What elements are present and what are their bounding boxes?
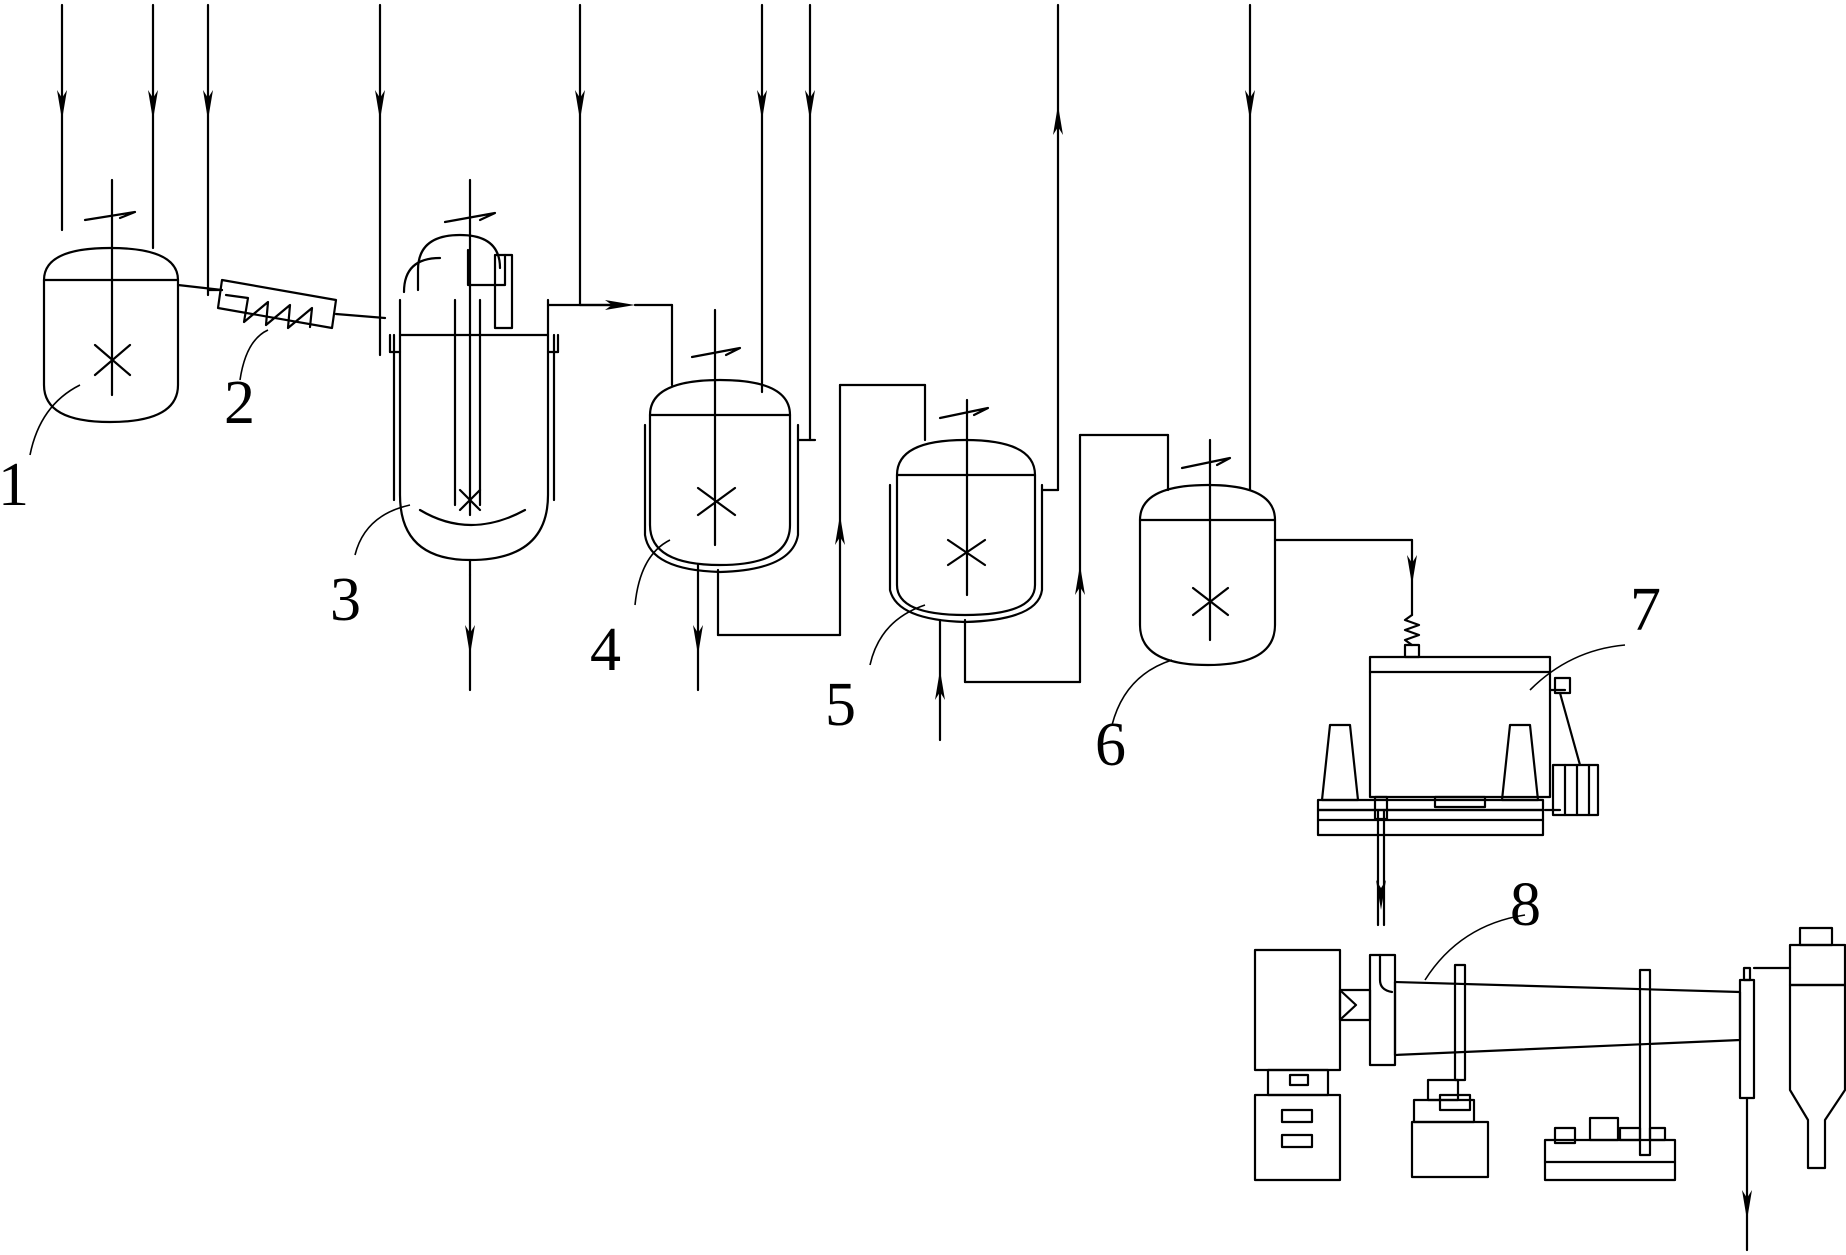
screw-conveyor-2 [216, 278, 387, 381]
label-8: 8 [1510, 871, 1541, 939]
feed-lines [57, 3, 1255, 492]
evaporator-3 [354, 178, 674, 692]
label-4: 4 [590, 616, 621, 684]
rotary-dryer-8 [1253, 914, 1846, 1252]
reactor-5 [869, 398, 1170, 742]
label-1: 1 [0, 451, 29, 519]
label-6: 6 [1095, 711, 1126, 779]
label-7: 7 [1630, 576, 1661, 644]
label-5: 5 [825, 671, 856, 739]
label-3: 3 [330, 566, 361, 634]
centrifuge-7 [1316, 643, 1626, 927]
reactor-4 [634, 308, 927, 692]
label-2: 2 [224, 369, 255, 437]
equipment-labels: 1 2 3 4 5 6 7 8 [0, 369, 1661, 939]
reactor-1 [29, 178, 180, 456]
tank-6 [1111, 438, 1421, 726]
